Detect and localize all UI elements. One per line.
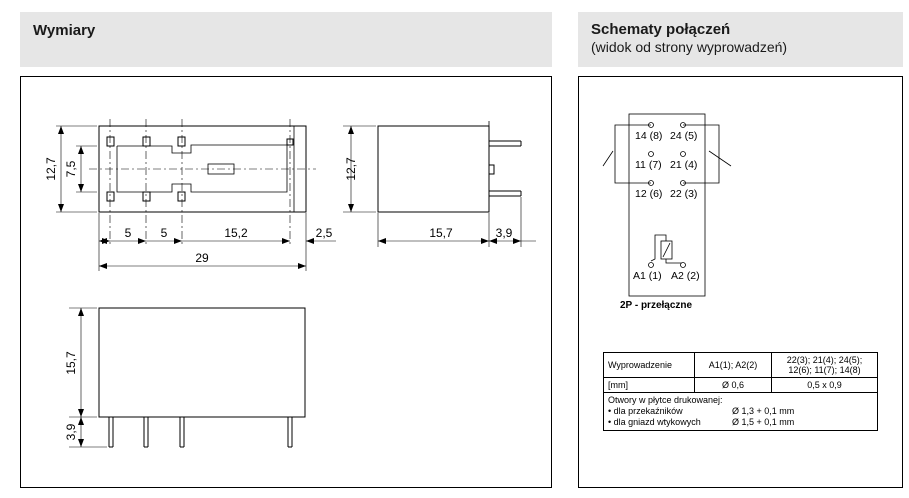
pin-21: 21 (4) [670, 159, 697, 171]
dim-front-height: 15,7 [64, 351, 78, 375]
dimensions-panel: 12,7 7,5 5 5 15,2 2,5 29 12,7 15,7 3,9 [20, 76, 552, 488]
dimensions-drawing: 12,7 7,5 5 5 15,2 2,5 29 12,7 15,7 3,9 [44, 119, 536, 448]
notes-item-value: Ø 1,5 + 0,1 mm [732, 417, 795, 427]
dim-pitch-b: 5 [161, 226, 168, 240]
dim-front-pin: 3,9 [64, 423, 78, 440]
notes-item-value: Ø 1,3 + 0,1 mm [732, 406, 795, 416]
header-schematics: Schematy połączeń (widok od strony wypro… [578, 12, 903, 67]
dim-pitch-c: 15,2 [224, 226, 248, 240]
pin-12: 12 (6) [635, 188, 662, 200]
schematic-drawing: 14 (8) 24 (5) 11 (7) 21 (4) 12 (6) 22 (3… [602, 113, 732, 297]
contacts-line-2: 12(6); 11(7); 14(8) [788, 365, 861, 375]
notes-item-label: • dla gniazd wtykowych [608, 417, 701, 427]
dim-side-pin: 3,9 [496, 226, 513, 240]
dim-top-height: 12,7 [44, 157, 58, 181]
dim-length: 29 [195, 251, 209, 265]
pin-11: 11 (7) [635, 159, 662, 171]
notes-title: Otwory w płytce drukowanej: [608, 395, 723, 405]
contacts-line-1: 22(3); 21(4); 24(5); [786, 355, 863, 365]
header-schematics-title: Schematy połączeń [591, 21, 731, 38]
schematic-outline [628, 113, 706, 297]
table-cell-coil-size: Ø 0,6 [694, 377, 772, 393]
table-row: [mm] Ø 0,6 0,5 x 0,9 [603, 377, 878, 393]
coil-symbol [660, 240, 673, 260]
notes-item: • dla przekaźników Ø 1,3 + 0,1 mm [608, 406, 873, 417]
dim-side-depth: 15,7 [429, 226, 453, 240]
notes-item-label: • dla przekaźników [608, 406, 683, 416]
pin-22: 22 (3) [670, 188, 697, 200]
table-row: Wyprowadzenie A1(1); A2(2) 22(3); 21(4);… [603, 352, 878, 378]
dim-offset: 2,5 [316, 226, 333, 240]
table-cell-contacts: 22(3); 21(4); 24(5); 12(6); 11(7); 14(8) [771, 352, 878, 378]
top-view-body [98, 125, 307, 213]
pin-24: 24 (5) [670, 130, 697, 142]
notes-item: • dla gniazd wtykowych Ø 1,5 + 0,1 mm [608, 417, 873, 428]
schematic-caption: 2P - przełączne [620, 300, 693, 311]
header-dimensions: Wymiary [20, 12, 552, 67]
dim-pitch-a: 5 [125, 226, 132, 240]
dim-side-height: 12,7 [344, 157, 358, 181]
table-cell-coil: A1(1); A2(2) [694, 352, 772, 378]
header-schematics-subtitle: (widok od strony wyprowadzeń) [591, 39, 788, 55]
pin-spec-table: Wyprowadzenie A1(1); A2(2) 22(3); 21(4);… [603, 352, 878, 431]
coil-pin-a2: A2 (2) [671, 270, 700, 282]
front-view-body [98, 307, 306, 418]
table-notes: Otwory w płytce drukowanej: • dla przeka… [603, 392, 878, 431]
pin-14: 14 (8) [635, 130, 662, 142]
table-cell-contact-size: 0,5 x 0,9 [771, 377, 878, 393]
side-view-body [377, 125, 490, 213]
dim-top-inner-height: 7,5 [64, 160, 78, 177]
table-row: Otwory w płytce drukowanej: • dla przeka… [603, 392, 878, 431]
table-cell-label: Wyprowadzenie [603, 352, 695, 378]
table-cell-mm: [mm] [603, 377, 695, 393]
top-view-outline [116, 144, 288, 193]
header-dimensions-title: Wymiary [33, 22, 96, 39]
coil-pin-a1: A1 (1) [633, 270, 662, 282]
